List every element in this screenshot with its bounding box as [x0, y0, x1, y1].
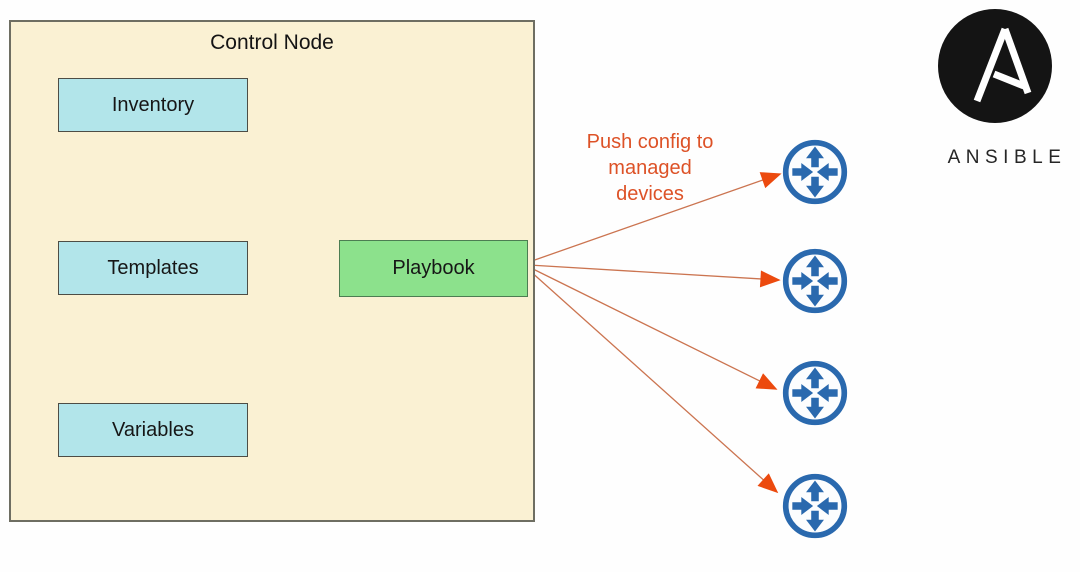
node-inventory-label: Inventory — [111, 93, 195, 116]
router-icon — [781, 138, 849, 206]
control-node-title: Control Node — [210, 31, 334, 54]
managed-device-1 — [781, 138, 849, 206]
managed-device-4 — [781, 472, 849, 540]
playbook-to-device-4-arrow — [528, 269, 779, 494]
managed-device-2 — [781, 247, 849, 315]
node-playbook: Playbook — [339, 240, 528, 297]
push-config-annotation: Push config to managed devices — [586, 131, 714, 205]
node-playbook-label: Playbook — [392, 257, 475, 279]
router-icon — [781, 247, 849, 315]
node-variables: Variables — [58, 403, 248, 457]
playbook-to-device-2-arrow — [528, 264, 781, 288]
router-icon — [781, 472, 849, 540]
ansible-wordmark: ANSIBLE — [947, 147, 1067, 168]
control-node-group: Control Node Inventory Templates Variabl… — [9, 20, 535, 522]
node-inventory: Inventory — [58, 78, 248, 132]
ansible-logo-icon — [936, 7, 1054, 125]
node-variables-label: Variables — [112, 418, 194, 441]
managed-device-3 — [781, 359, 849, 427]
router-icon — [781, 359, 849, 427]
playbook-to-device-3-arrow — [528, 266, 778, 390]
node-templates-label: Templates — [107, 256, 199, 279]
node-templates: Templates — [58, 241, 248, 295]
